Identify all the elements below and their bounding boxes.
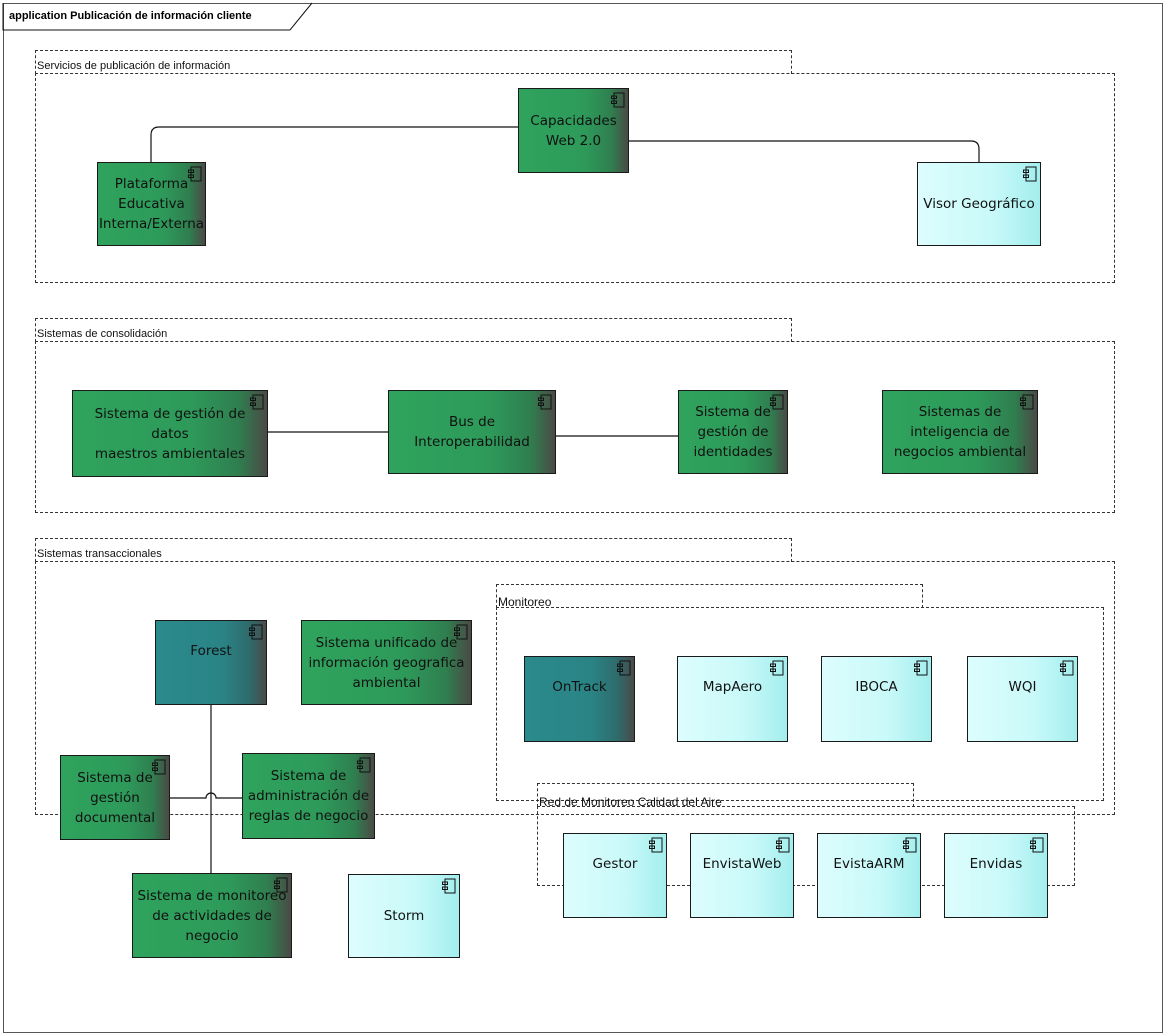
- component-icon: [914, 660, 928, 676]
- component-datos-maestros[interactable]: Sistema de gestión de datos maestros amb…: [72, 390, 268, 477]
- frame-title: application Publicación de información c…: [9, 10, 252, 22]
- component-iboca[interactable]: IBOCA: [821, 656, 932, 742]
- component-name: Sistemas de inteligencia de negocios amb…: [893, 404, 1027, 460]
- component-name: Envidas: [969, 856, 1023, 872]
- component-name: WQI: [1008, 679, 1037, 695]
- component-evistaarm[interactable]: EvistaARM: [817, 833, 921, 918]
- component-icon: [649, 837, 663, 853]
- component-name: Visor Geográfico: [923, 196, 1035, 212]
- component-name: Sistema de gestión de datos maestros amb…: [94, 405, 246, 462]
- component-mapaero[interactable]: MapAero: [677, 656, 788, 742]
- component-name: Capacidades Web 2.0: [530, 112, 617, 149]
- component-icon: [770, 660, 784, 676]
- component-name: IBOCA: [855, 679, 898, 695]
- component-gestion-documental[interactable]: Sistema de gestión documental: [60, 755, 170, 840]
- component-icon: [250, 394, 264, 410]
- component-envidas[interactable]: Envidas: [944, 833, 1048, 918]
- package-label-red: Red de Monitoreo Calidad del Aire: [539, 795, 722, 809]
- component-icon: [538, 394, 552, 410]
- component-forest[interactable]: Forest: [155, 620, 267, 705]
- component-name: Sistema de monitoreo de actividades de n…: [137, 887, 287, 944]
- component-icon: [611, 92, 625, 108]
- component-icon: [454, 624, 468, 640]
- component-ontrack[interactable]: OnTrack: [524, 656, 635, 742]
- connector-capacidades-visor: [629, 140, 980, 162]
- component-icon: [770, 394, 784, 410]
- component-icon: [1060, 660, 1074, 676]
- component-name: Storm: [383, 908, 425, 924]
- component-plataforma-educativa[interactable]: Plataforma Educativa Interna/Externa: [97, 162, 206, 246]
- package-publicacion[interactable]: [35, 73, 1115, 283]
- package-label-publicacion: Servicios de publicación de información: [37, 60, 231, 72]
- package-consolidacion[interactable]: [35, 341, 1115, 513]
- package-monitoreo[interactable]: [496, 607, 1104, 801]
- package-transaccionales[interactable]: [35, 561, 1115, 815]
- component-name: Forest: [190, 643, 232, 659]
- component-icon: [357, 757, 371, 773]
- package-label-monitoreo: Monitoreo: [498, 595, 552, 609]
- package-tab-transaccionales[interactable]: [35, 538, 792, 562]
- package-red[interactable]: [537, 806, 1075, 886]
- package-label-consolidacion: Sistemas de consolidación: [37, 328, 168, 340]
- component-reglas-negocio[interactable]: Sistema de administración de reglas de n…: [242, 753, 375, 839]
- diagram-frame: [3, 3, 1163, 1033]
- component-gestor[interactable]: Gestor: [563, 833, 667, 918]
- component-envistaweb[interactable]: EnvistaWeb: [690, 833, 794, 918]
- package-tab-publicacion[interactable]: [35, 50, 792, 74]
- component-icon: [617, 660, 631, 676]
- component-name: OnTrack: [552, 679, 607, 695]
- component-icon: [1030, 837, 1044, 853]
- component-icon: [442, 878, 456, 894]
- package-label-transaccionales: Sistemas transaccionales: [37, 548, 162, 560]
- connector-documental-reglas: [170, 792, 242, 799]
- component-name: Bus de Interoperabilidad: [414, 414, 530, 450]
- component-icon: [903, 837, 917, 853]
- component-icon: [249, 624, 263, 640]
- component-visor-geografico[interactable]: Visor Geográfico: [917, 162, 1041, 246]
- component-capacidades-web[interactable]: Capacidades Web 2.0: [518, 88, 629, 173]
- package-tab-monitoreo[interactable]: [496, 584, 923, 608]
- component-name: Sistema de gestión documental: [74, 769, 156, 826]
- component-icon: [1023, 166, 1037, 182]
- component-icon: [776, 837, 790, 853]
- frame-title-tab: [2, 2, 313, 31]
- package-tab-red[interactable]: [537, 783, 914, 807]
- component-icon: [152, 759, 166, 775]
- component-icon: [1020, 394, 1034, 410]
- connector-capacidades-plataforma: [150, 126, 518, 162]
- component-sistema-unificado[interactable]: Sistema unificado de información geograf…: [301, 620, 472, 705]
- component-monitoreo-actividades[interactable]: Sistema de monitoreo de actividades de n…: [132, 873, 292, 958]
- component-bus-interoperabilidad[interactable]: Bus de Interoperabilidad: [388, 390, 556, 474]
- component-name: Gestor: [592, 856, 638, 872]
- component-name: Sistema unificado de información geograf…: [308, 634, 465, 691]
- package-tab-consolidacion[interactable]: [35, 318, 792, 342]
- component-inteligencia-negocios[interactable]: Sistemas de inteligencia de negocios amb…: [882, 390, 1038, 474]
- component-icon: [274, 877, 288, 893]
- component-storm[interactable]: Storm: [348, 874, 460, 958]
- component-gestion-identidades[interactable]: Sistema de gestión de identidades: [678, 390, 788, 474]
- component-wqi[interactable]: WQI: [967, 656, 1078, 742]
- component-name: Sistema de administración de reglas de n…: [247, 768, 370, 824]
- component-name: Plataforma Educativa Interna/Externa: [98, 176, 205, 232]
- component-name: MapAero: [702, 679, 763, 695]
- component-name: EnvistaWeb: [702, 856, 782, 872]
- component-icon: [188, 166, 202, 182]
- component-name: Sistema de gestión de identidades: [693, 404, 773, 460]
- component-name: EvistaARM: [833, 856, 905, 872]
